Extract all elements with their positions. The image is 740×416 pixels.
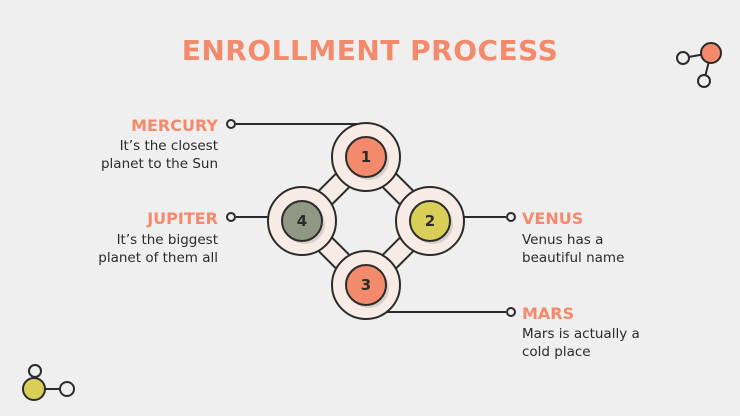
connector-dot-jupiter bbox=[226, 212, 236, 222]
step-node-1: 1 bbox=[331, 122, 401, 192]
molecule-icon-top-right bbox=[676, 42, 722, 88]
step-description-venus-line-2: beautiful name bbox=[522, 250, 625, 266]
step-heading-venus: VENUS bbox=[522, 209, 584, 228]
step-number-2: 2 bbox=[425, 212, 435, 230]
step-node-3: 3 bbox=[331, 250, 401, 320]
connector-dot-mercury bbox=[226, 119, 236, 129]
step-heading-mars: MARS bbox=[522, 304, 575, 323]
step-heading-jupiter: JUPITER bbox=[147, 209, 218, 228]
step-node-2: 2 bbox=[395, 186, 465, 256]
step-circle-2 bbox=[409, 200, 451, 242]
connector-dot-mars bbox=[506, 307, 516, 317]
step-description-venus-line-1: Venus has a bbox=[522, 232, 604, 248]
step-description-mars: Mars is actually a cold place bbox=[522, 325, 640, 361]
molecule-icon-bottom-left bbox=[22, 364, 75, 401]
step-description-mercury-line-1: It’s the closest bbox=[119, 138, 218, 154]
step-circle-4 bbox=[281, 200, 323, 242]
step-circle-3 bbox=[345, 264, 387, 306]
connector-dot-venus bbox=[506, 212, 516, 222]
step-number-1: 1 bbox=[361, 148, 371, 166]
step-number-3: 3 bbox=[361, 276, 371, 294]
step-description-jupiter-line-1: It’s the biggest bbox=[116, 232, 218, 248]
step-description-mars-line-2: cold place bbox=[522, 344, 591, 360]
step-number-4: 4 bbox=[297, 212, 307, 230]
step-description-venus: Venus has a beautiful name bbox=[522, 231, 624, 267]
step-heading-mercury: MERCURY bbox=[131, 116, 218, 135]
step-description-jupiter-line-2: planet of them all bbox=[98, 250, 218, 266]
step-description-mars-line-1: Mars is actually a bbox=[522, 326, 640, 342]
step-circle-1 bbox=[345, 136, 387, 178]
step-description-mercury: It’s the closest planet to the Sun bbox=[101, 137, 218, 173]
step-description-jupiter: It’s the biggest planet of them all bbox=[98, 231, 218, 267]
step-node-4: 4 bbox=[267, 186, 337, 256]
step-description-mercury-line-2: planet to the Sun bbox=[100, 156, 218, 172]
page-title: ENROLLMENT PROCESS bbox=[181, 34, 559, 67]
